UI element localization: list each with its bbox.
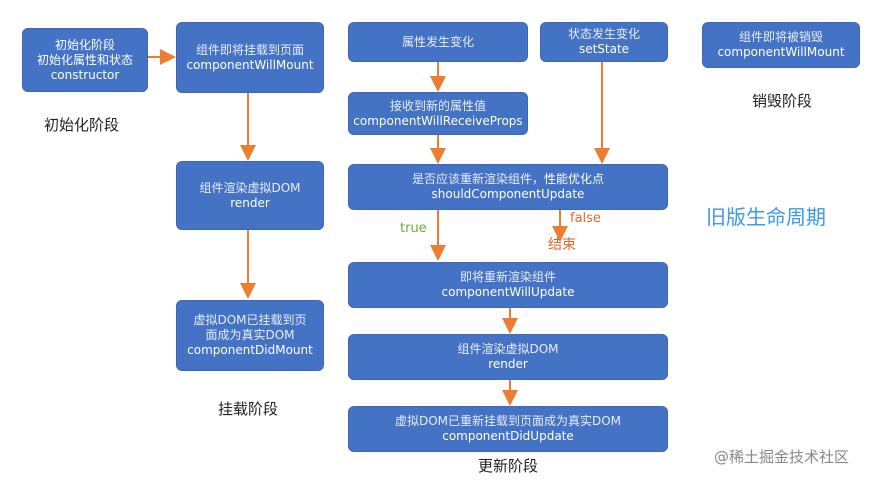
should-update-box: 是否应该重新渲染组件，性能优化点 shouldComponentUpdate <box>348 164 668 210</box>
end-label: 结束 <box>548 237 576 253</box>
did-mount-box: 虚拟DOM已挂载到页 面成为真实DOM componentDidMount <box>176 300 324 371</box>
did-mount-line2: 面成为真实DOM <box>205 328 295 342</box>
did-update-line1: 虚拟DOM已重新挂载到页面成为真实DOM <box>394 414 622 428</box>
init-stage-label: 初始化阶段 <box>44 116 120 134</box>
render-box: 组件渲染虚拟DOM render <box>176 161 324 230</box>
render-line2: render <box>230 195 270 210</box>
perf-point-text: 性能优化点 <box>544 172 605 186</box>
unmount-line1: 组件即将被销毁 <box>738 30 823 44</box>
render-line1: 组件渲染虚拟DOM <box>199 180 301 195</box>
diagram-title: 旧版生命周期 <box>706 205 826 229</box>
update-stage-label: 更新阶段 <box>478 457 539 475</box>
init-box: 初始化阶段 初始化属性和状态 constructor <box>22 28 148 92</box>
props-change-text: 属性发生变化 <box>401 34 474 49</box>
should-update-line2: shouldComponentUpdate <box>431 187 585 201</box>
unmount-box: 组件即将被销毁 componentWillMount <box>702 22 860 68</box>
will-mount-line2: componentWillMount <box>186 57 314 72</box>
state-change-line1: 状态发生变化 <box>567 27 640 41</box>
unmount-stage-label: 销毁阶段 <box>752 92 813 110</box>
state-change-line2: setState <box>578 42 630 56</box>
receive-props-line1: 接收到新的属性值 <box>389 98 486 113</box>
init-box-line2: 初始化属性和状态 <box>36 52 133 67</box>
will-update-line2: componentWillUpdate <box>441 285 575 299</box>
false-label: false <box>570 211 601 226</box>
update-render-box: 组件渲染虚拟DOM render <box>348 334 668 380</box>
true-label: true <box>400 221 427 236</box>
should-update-line1: 是否应该重新渲染组件，性能优化点 <box>412 172 604 187</box>
receive-props-line2: componentWillReceiveProps <box>353 113 523 128</box>
mount-stage-label: 挂载阶段 <box>218 400 279 418</box>
update-render-line1: 组件渲染虚拟DOM <box>457 342 559 356</box>
state-change-box: 状态发生变化 setState <box>540 22 668 62</box>
init-box-line3: constructor <box>50 67 120 82</box>
should-update-question: 是否应该重新渲染组件， <box>411 172 544 186</box>
watermark: @稀土掘金技术社区 <box>714 448 850 466</box>
props-change-box: 属性发生变化 <box>348 22 528 62</box>
will-mount-line1: 组件即将挂载到页面 <box>195 42 304 57</box>
will-update-line1: 即将重新渲染组件 <box>459 270 556 284</box>
did-update-line2: componentDidUpdate <box>442 429 574 443</box>
did-update-box: 虚拟DOM已重新挂载到页面成为真实DOM componentDidUpdate <box>348 406 668 452</box>
init-box-line1: 初始化阶段 <box>54 37 115 52</box>
receive-props-box: 接收到新的属性值 componentWillReceiveProps <box>348 92 528 135</box>
did-mount-line3: componentDidMount <box>187 343 313 357</box>
unmount-line2: componentWillMount <box>717 45 845 59</box>
update-render-line2: render <box>488 357 528 371</box>
will-update-box: 即将重新渲染组件 componentWillUpdate <box>348 262 668 308</box>
will-mount-box: 组件即将挂载到页面 componentWillMount <box>176 22 324 93</box>
did-mount-line1: 虚拟DOM已挂载到页 <box>193 313 307 327</box>
